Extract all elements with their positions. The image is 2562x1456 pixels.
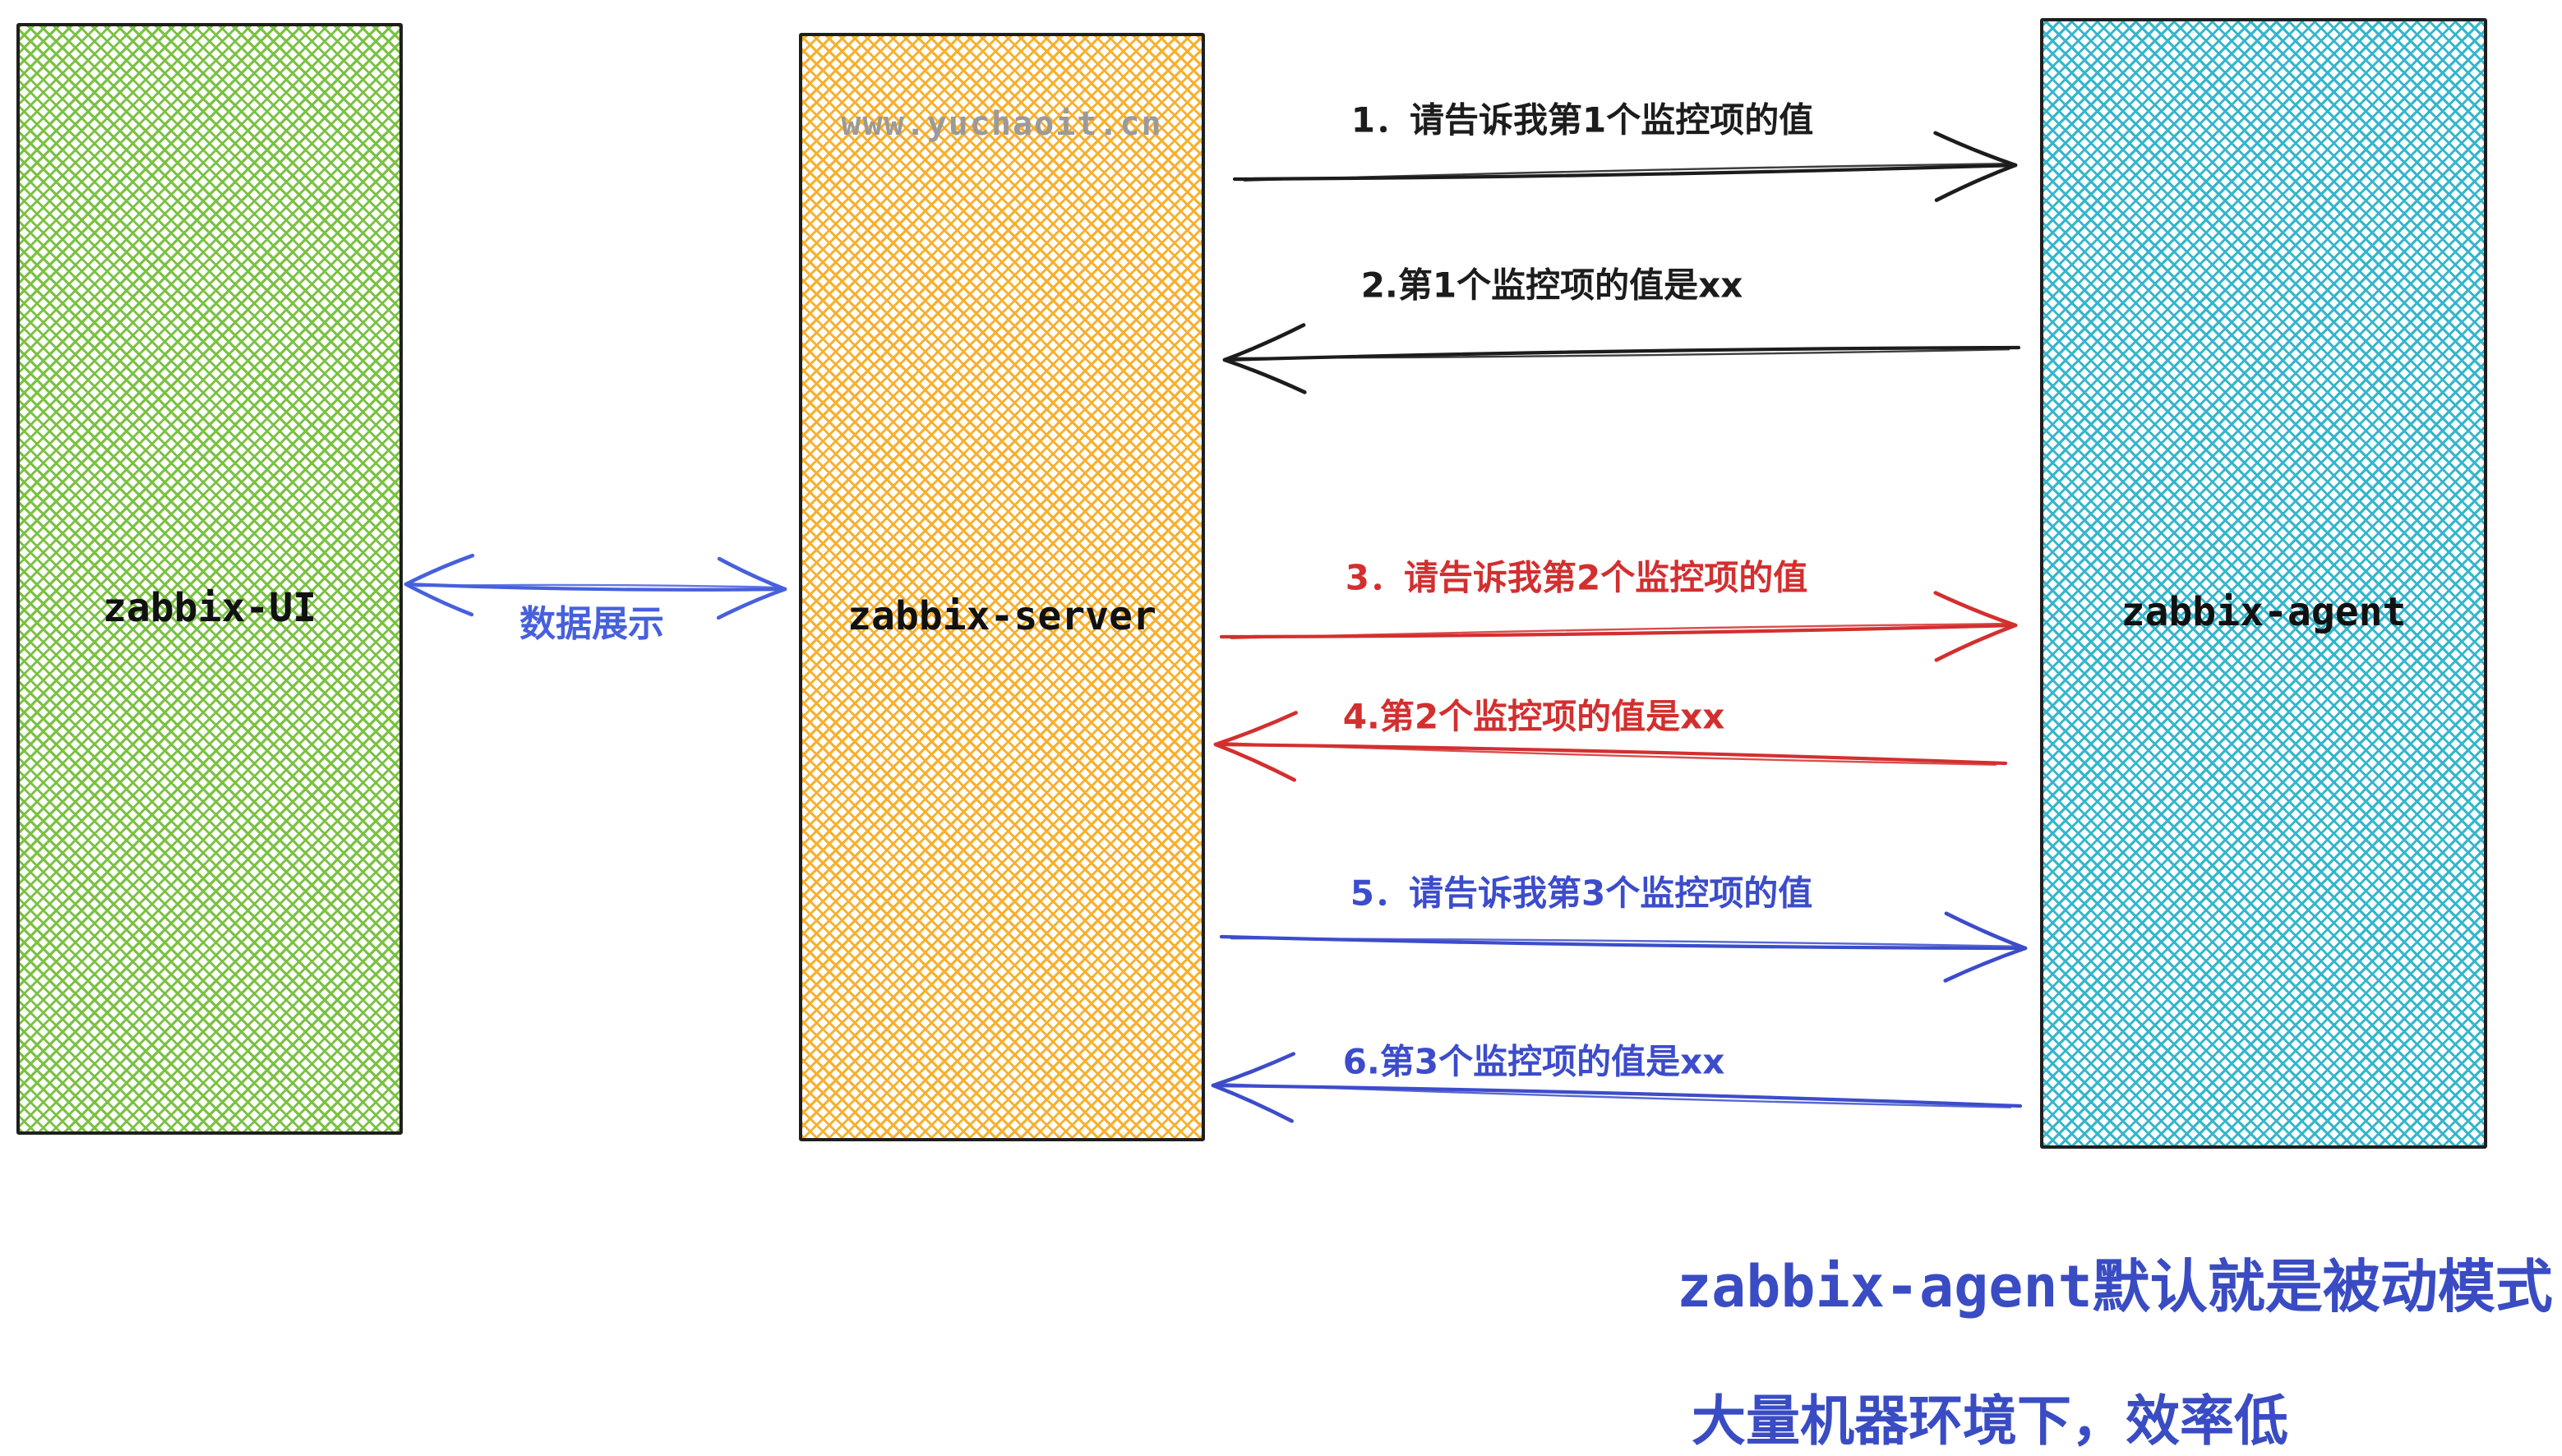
message-2-label: 2.第1个监控项的值是xx [1360, 265, 1743, 306]
message-4-label: 4.第2个监控项的值是xx [1342, 696, 1725, 737]
data-display-link-arrow [404, 553, 787, 620]
message-1-arrow [1232, 131, 2018, 202]
note-passive-mode: zabbix-agent默认就是被动模式 [1677, 1241, 2553, 1324]
message-1-label: 1．请告诉我第1个监控项的值 [1350, 99, 1814, 141]
note-code-part: zabbix-agent [1677, 1253, 2093, 1320]
data-display-link-label: 数据展示 [519, 603, 664, 645]
message-6-arrow [1211, 1052, 2023, 1123]
note-efficiency: 大量机器环境下，效率低 [1692, 1389, 2288, 1453]
zabbix-agent-label: zabbix-agent [2121, 589, 2407, 635]
zabbix-ui-box: zabbix-UI [16, 23, 403, 1135]
zabbix-server-box: www.yuchaoit.cn zabbix-server [799, 33, 1205, 1141]
message-2-arrow [1222, 323, 2021, 394]
zabbix-agent-box: zabbix-agent [2040, 18, 2487, 1149]
message-6-label: 6.第3个监控项的值是xx [1342, 1041, 1725, 1082]
zabbix-ui-label: zabbix-UI [102, 584, 317, 631]
message-3-label: 3．请告诉我第2个监控项的值 [1345, 557, 1808, 598]
note-rest-part: 默认就是被动模式 [2092, 1253, 2553, 1320]
message-3-arrow [1219, 591, 2018, 662]
message-5-arrow [1219, 911, 2028, 983]
watermark-text: www.yuchaoit.cn [841, 105, 1163, 143]
message-5-label: 5．请告诉我第3个监控项的值 [1350, 873, 1813, 914]
message-4-arrow [1213, 711, 2008, 782]
zabbix-server-label: zabbix-server [847, 592, 1156, 639]
